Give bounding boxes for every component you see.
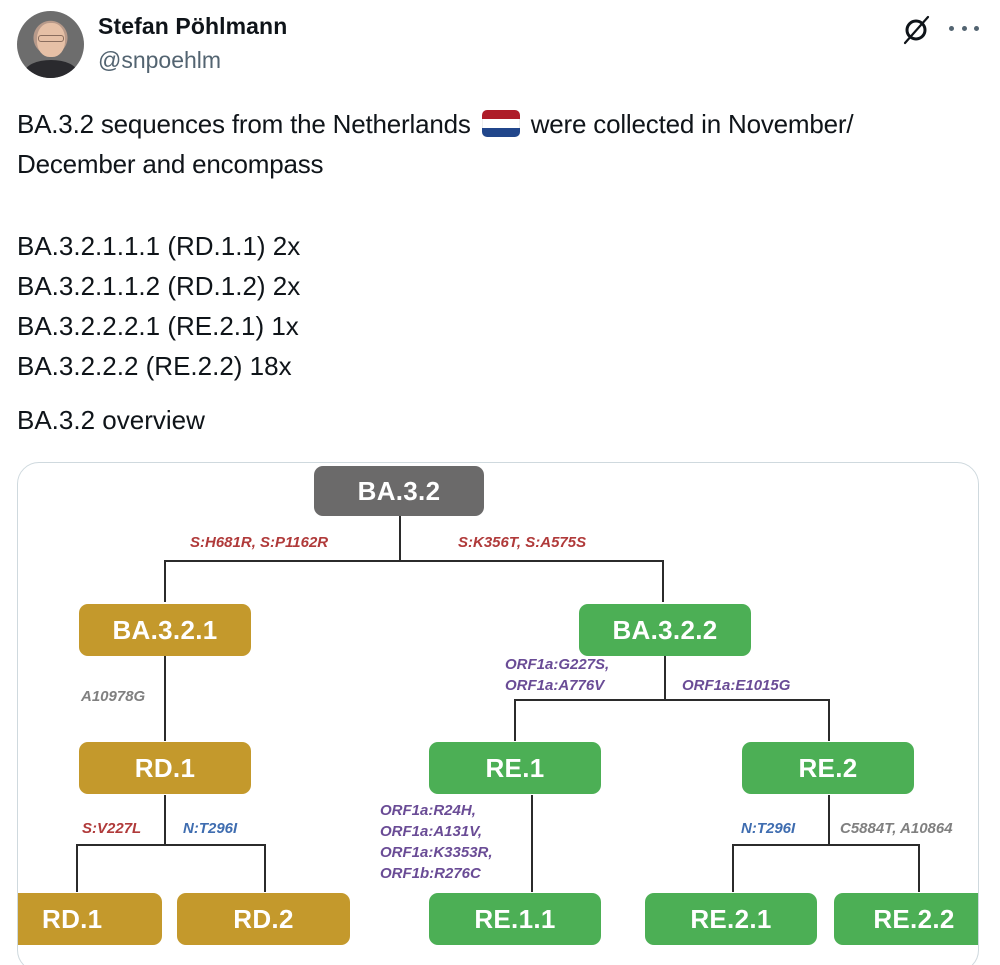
more-dot-icon xyxy=(961,25,967,31)
avatar-glasses xyxy=(38,35,64,42)
more-dot-icon xyxy=(949,25,954,31)
connector-line xyxy=(918,844,920,892)
connector-line xyxy=(828,699,830,741)
connector-line xyxy=(76,844,78,892)
node-re-1-1: RE.1.1 xyxy=(429,893,601,945)
grok-icon[interactable] xyxy=(900,13,932,45)
lineage-item: BA.3.2.1.1.2 (RD.1.2) 2x xyxy=(17,271,301,301)
node-ba-3-2: BA.3.2 xyxy=(314,466,484,516)
tweet-line-1: BA.3.2 sequences from the Netherlands we… xyxy=(17,104,992,144)
attached-image[interactable]: BA.3.2 BA.3.2.1 BA.3.2.2 RD.1 RE.1 RE.2 … xyxy=(17,462,979,965)
connector-line xyxy=(732,844,920,846)
connector-line xyxy=(514,699,516,741)
mutation-label: ORF1a:E1015G xyxy=(682,677,791,694)
mutation-label: N:T296I xyxy=(183,820,238,837)
connector-line xyxy=(164,560,166,602)
avatar-shirt xyxy=(25,60,77,78)
mutation-label: S:K356T, S:A575S xyxy=(458,534,587,551)
node-rd-2: RD.2 xyxy=(177,893,350,945)
connector-line xyxy=(662,560,664,602)
tweet-header: Stefan Pöhlmann @snpoehlm xyxy=(0,0,1000,90)
netherlands-flag-icon xyxy=(481,110,520,137)
connector-line xyxy=(399,511,401,561)
mutation-label: ORF1a:G227S, xyxy=(505,656,610,673)
tweet-text-segment: BA.3.2 sequences from the Netherlands xyxy=(17,109,471,139)
author-display-name[interactable]: Stefan Pöhlmann xyxy=(98,13,288,39)
lineage-list: BA.3.2.1.1.1 (RD.1.1) 2x BA.3.2.1.1.2 (R… xyxy=(17,226,300,386)
mutation-label: ORF1a:K3353R, xyxy=(380,844,493,861)
connector-line xyxy=(164,656,166,741)
lineage-tree-diagram: BA.3.2 BA.3.2.1 BA.3.2.2 RD.1 RE.1 RE.2 … xyxy=(18,463,978,965)
node-re-1: RE.1 xyxy=(429,742,601,794)
node-re-2: RE.2 xyxy=(742,742,914,794)
node-ba-3-2-1: BA.3.2.1 xyxy=(79,604,251,656)
connector-line xyxy=(531,795,533,892)
mutation-label: N:T296I xyxy=(741,820,796,837)
node-ba-3-2-2: BA.3.2.2 xyxy=(579,604,751,656)
connector-line xyxy=(828,795,830,845)
mutation-label: S:V227L xyxy=(82,820,142,837)
mutation-label: C5884T, A10864 xyxy=(840,820,953,837)
connector-line xyxy=(164,795,166,845)
more-options-button[interactable] xyxy=(949,14,979,42)
more-dot-icon xyxy=(974,25,979,31)
mutation-label: ORF1a:A131V, xyxy=(380,823,482,840)
image-caption: BA.3.2 overview xyxy=(17,405,205,435)
author-handle[interactable]: @snpoehlm xyxy=(98,47,222,73)
lineage-item: BA.3.2.1.1.1 (RD.1.1) 2x xyxy=(17,231,301,261)
avatar-face xyxy=(37,23,65,57)
node-re-2-2: RE.2.2 xyxy=(834,893,978,945)
mutation-label: S:H681R, S:P1162R xyxy=(190,534,329,551)
grok-slash-circle-icon xyxy=(903,15,930,45)
node-re-2-1: RE.2.1 xyxy=(645,893,817,945)
mutation-label: ORF1a:A776V xyxy=(505,677,605,694)
lineage-item: BA.3.2.2.2 (RE.2.2) 18x xyxy=(17,351,292,381)
connector-line xyxy=(76,844,266,846)
lineage-item: BA.3.2.2.2.1 (RE.2.1) 1x xyxy=(17,311,299,341)
connector-line xyxy=(664,656,666,700)
tweet-line-2: December and encompass xyxy=(17,149,324,179)
tweet-text: BA.3.2 sequences from the Netherlands we… xyxy=(17,104,992,184)
tweet-text-segment: were collected in November/ xyxy=(530,109,854,139)
mutation-label: A10978G xyxy=(81,688,146,705)
connector-line xyxy=(164,560,664,562)
node-rd-1-child: RD.1 xyxy=(18,893,162,945)
mutation-label: ORF1a:R24H, xyxy=(380,802,476,819)
node-rd-1: RD.1 xyxy=(79,742,251,794)
connector-line xyxy=(732,844,734,892)
mutation-label: ORF1b:R276C xyxy=(380,865,481,882)
avatar[interactable] xyxy=(17,11,84,78)
connector-line xyxy=(514,699,830,701)
connector-line xyxy=(264,844,266,892)
